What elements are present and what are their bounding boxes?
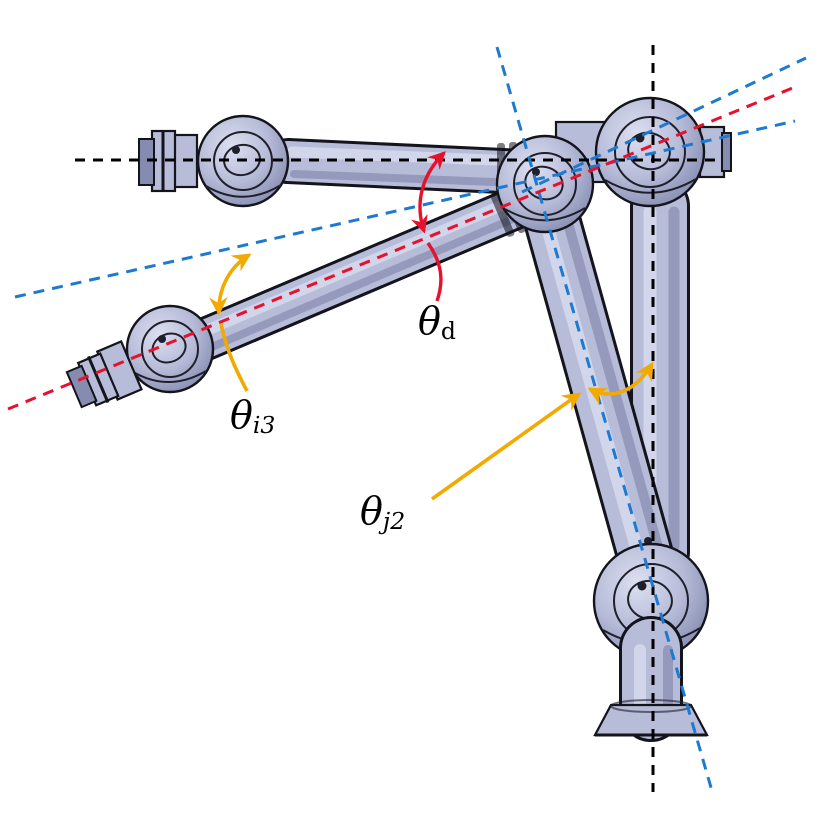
theta-i3-angle-arc bbox=[209, 253, 252, 316]
forearm-actual-axis-red bbox=[7, 85, 796, 411]
base-mount bbox=[593, 616, 709, 742]
forearm-link-horizontal bbox=[265, 138, 547, 197]
theta-j2-sub: j2 bbox=[382, 507, 406, 536]
wrist-joint-lower bbox=[125, 304, 215, 394]
upper-arm-tilted-axis-blue bbox=[495, 46, 714, 792]
theta-d-label: θd bbox=[418, 299, 456, 343]
theta-d-sub: d bbox=[440, 317, 456, 346]
theta-d-leader-line bbox=[426, 242, 443, 302]
theta-j2-pointer-arrow bbox=[430, 392, 582, 501]
upper-arm-link-vertical bbox=[630, 176, 690, 582]
theta-d-base: θ bbox=[418, 299, 441, 343]
theta-i3-leader-line bbox=[219, 323, 249, 392]
secondary-axis-blue bbox=[521, 56, 807, 194]
theta-j2-label: θj2 bbox=[360, 489, 405, 533]
theta-i3-base: θ bbox=[230, 393, 253, 437]
theta-j2-base: θ bbox=[360, 489, 383, 533]
theta-i3-label: θi3 bbox=[230, 393, 275, 437]
angle-annotations bbox=[209, 151, 654, 501]
theta-d-angle-arc bbox=[410, 151, 446, 234]
robot-arm bbox=[65, 96, 732, 742]
reference-axes bbox=[7, 45, 807, 792]
forearm-target-axis-blue bbox=[14, 119, 796, 299]
theta-i3-sub: i3 bbox=[252, 411, 276, 440]
theta-j2-angle-arc bbox=[587, 361, 654, 405]
forearm-ring-band bbox=[490, 192, 515, 237]
base-flange bbox=[593, 703, 709, 737]
shoulder-joint bbox=[594, 96, 706, 208]
tool-flange-lower bbox=[65, 340, 143, 409]
